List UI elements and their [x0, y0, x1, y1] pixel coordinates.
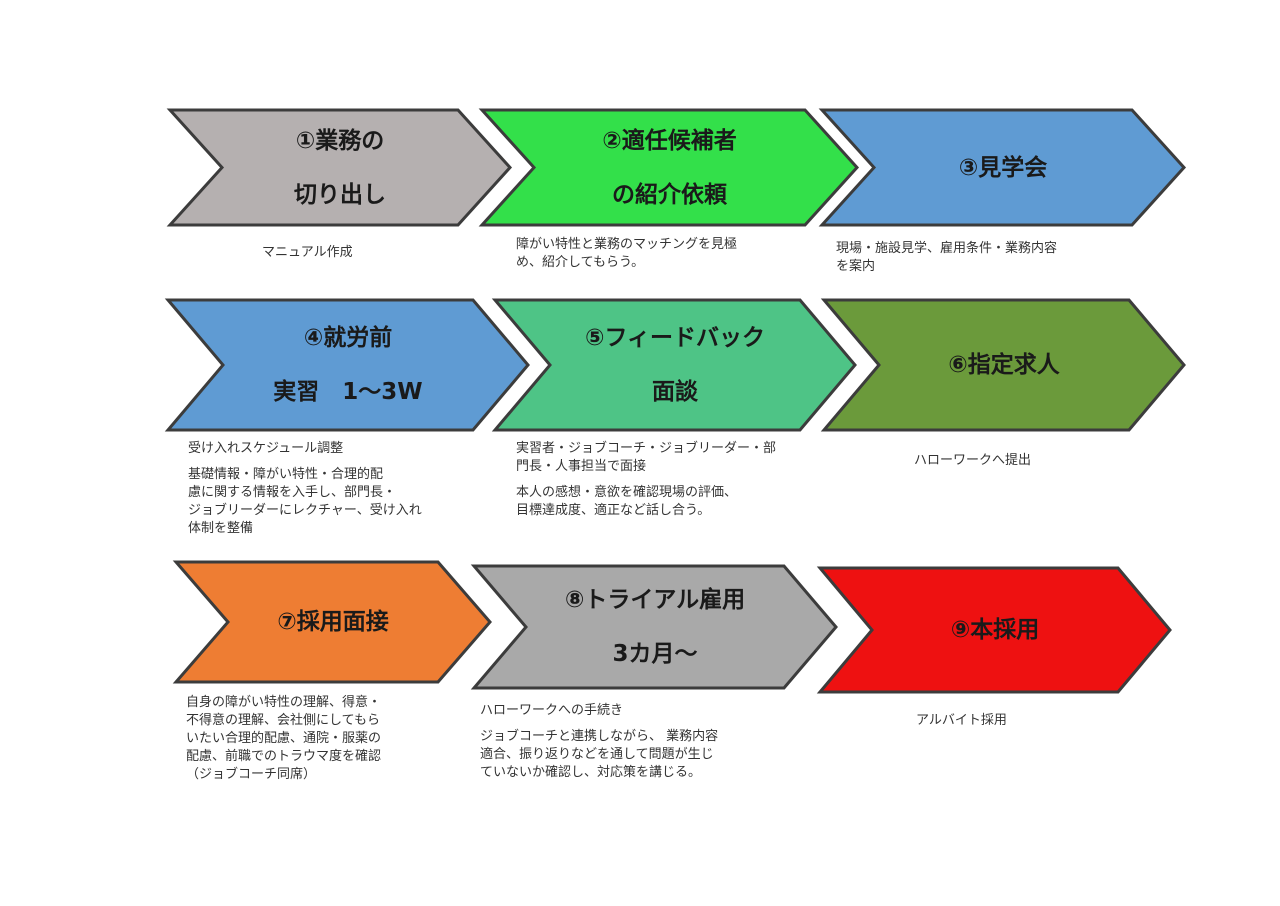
chevron-shape: [172, 560, 492, 684]
step-title-line-2: の紹介依頼: [612, 181, 727, 208]
step-title: ④就労前 実習 1～3W: [208, 300, 488, 430]
description-line: いたい合理的配慮、通院・服薬の: [186, 731, 382, 746]
step-title: ③見学会: [862, 110, 1144, 225]
chevron-shape: [491, 298, 857, 432]
description-line: 自身の障がい特性の理解、得意・: [186, 695, 382, 710]
description-line: ジョブリーダーにレクチャー、受け入れ: [188, 503, 422, 518]
chevron-step-7: ⑦採用面接: [172, 560, 492, 684]
step-title-line-1: ④就労前: [303, 325, 393, 351]
step-title: ②適任候補者 の紹介依頼: [522, 110, 817, 225]
chevron-step-1: ①業務の 切り出し: [166, 108, 513, 227]
step-title-line-1: ①業務の: [295, 127, 385, 154]
step-title-line-1: ②適任候補者: [602, 127, 737, 154]
description-step-1: マニュアル作成: [262, 244, 353, 262]
chevron-step-2: ②適任候補者 の紹介依頼: [478, 108, 860, 227]
description-step-2: 障がい特性と業務のマッチングを見極め、紹介してもらう。: [516, 236, 737, 272]
description-step-6: ハローワークへ提出: [914, 452, 1031, 470]
chevron-step-4: ④就労前 実習 1～3W: [164, 298, 530, 432]
chevron-shape: [818, 108, 1187, 227]
description-gap: [516, 476, 776, 484]
description-step-7: 自身の障がい特性の理解、得意・不得意の理解、会社側にしてもらいたい合理的配慮、通…: [186, 694, 381, 784]
description-line: 実習者・ジョブコーチ・ジョブリーダー・部: [516, 441, 777, 456]
step-title-line-2: 3カ月～: [612, 641, 698, 667]
description-line: ジョブコーチと連携しながら、 業務内容: [480, 729, 719, 744]
description-line: 適合、振り返りなどを通して問題が生じ: [480, 747, 714, 762]
step-title-line-2: 面談: [652, 379, 698, 405]
description-line: め、紹介してもらう。: [516, 255, 645, 270]
chevron-shape: [166, 108, 513, 227]
description-step-9: アルバイト採用: [916, 712, 1007, 730]
step-title-line-1: ⑤フィードバック: [584, 325, 765, 351]
description-line: アルバイト採用: [916, 713, 1007, 728]
step-title: ⑦採用面接: [216, 562, 450, 682]
chevron-shape: [478, 108, 860, 227]
description-line: 体制を整備: [188, 521, 254, 536]
description-step-8: ハローワークへの手続きジョブコーチと連携しながら、 業務内容適合、振り返りなどを…: [480, 702, 718, 782]
step-title: ⑨本採用: [860, 568, 1130, 692]
description-line: 障がい特性と業務のマッチングを見極: [516, 237, 738, 252]
chevron-step-8: ⑧トライアル雇用 3カ月～: [470, 564, 838, 690]
description-line: ハローワークへの手続き: [480, 703, 624, 718]
step-title-line-1: ⑦採用面接: [277, 609, 389, 635]
step-title: ①業務の 切り出し: [210, 110, 470, 225]
description-line: 配慮、前職でのトラウマ度を確認: [186, 749, 382, 764]
chevron-shape: [470, 564, 838, 690]
chevron-step-6: ⑥指定求人: [820, 298, 1186, 432]
step-title-line-2: 切り出し: [294, 181, 386, 208]
chevron-shape: [816, 566, 1172, 694]
step-title: ⑥指定求人: [864, 300, 1144, 430]
description-line: 不得意の理解、会社側にしてもら: [186, 713, 380, 728]
chevron-shape: [164, 298, 530, 432]
description-step-4: 受け入れスケジュール調整基礎情報・障がい特性・合理的配慮に関する情報を入手し、部…: [188, 440, 422, 538]
chevron-step-9: ⑨本採用: [816, 566, 1172, 694]
step-title-line-1: ⑥指定求人: [948, 352, 1060, 378]
description-line: を案内: [836, 259, 876, 274]
description-step-3: 現場・施設見学、雇用条件・業務内容を案内: [836, 240, 1057, 276]
chevron-step-5: ⑤フィードバック 面談: [491, 298, 857, 432]
description-gap: [188, 458, 422, 466]
step-title-line-1: ⑨本採用: [950, 617, 1040, 643]
step-title: ⑧トライアル雇用 3カ月～: [514, 566, 796, 688]
description-line: 門長・人事担当で面接: [516, 459, 647, 474]
description-line: 本人の感想・意欲を確認現場の評価、: [516, 485, 738, 500]
description-line: 慮に関する情報を入手し、部門長・: [188, 485, 397, 500]
description-line: 受け入れスケジュール調整: [188, 441, 344, 456]
description-line: ていないか確認し、対応策を講じる。: [480, 765, 702, 780]
description-line: 目標達成度、適正など話し合う。: [516, 503, 711, 518]
step-title-line-2: 実習 1～3W: [273, 379, 423, 405]
description-step-5: 実習者・ジョブコーチ・ジョブリーダー・部門長・人事担当で面接本人の感想・意欲を確…: [516, 440, 776, 520]
description-line: マニュアル作成: [262, 245, 353, 260]
step-title-line-1: ③見学会: [958, 154, 1048, 181]
chevron-shape: [820, 298, 1186, 432]
step-title: ⑤フィードバック 面談: [535, 300, 815, 430]
description-line: （ジョブコーチ同席）: [186, 767, 317, 782]
description-line: 現場・施設見学、雇用条件・業務内容: [836, 241, 1058, 256]
description-line: 基礎情報・障がい特性・合理的配: [188, 467, 384, 482]
description-line: ハローワークへ提出: [914, 453, 1032, 468]
chevron-step-3: ③見学会: [818, 108, 1187, 227]
description-gap: [480, 720, 718, 728]
step-title-line-1: ⑧トライアル雇用: [564, 587, 746, 613]
